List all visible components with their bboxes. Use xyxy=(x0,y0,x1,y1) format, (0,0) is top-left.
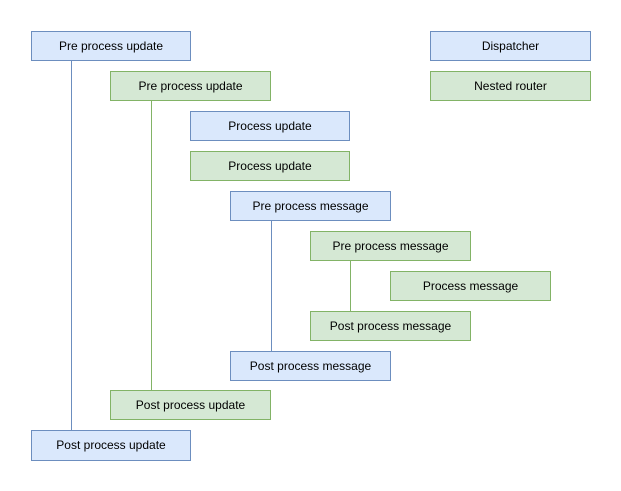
node-post-process-message-blue: Post process message xyxy=(230,351,391,381)
node-pre-process-update-blue: Pre process update xyxy=(31,31,191,61)
node-label: Post process update xyxy=(135,397,246,412)
node-label: Pre process message xyxy=(252,198,369,213)
node-post-process-update-green: Post process update xyxy=(110,390,271,420)
node-pre-process-update-green: Pre process update xyxy=(110,71,271,101)
node-label: Post process message xyxy=(329,318,452,333)
node-label: Process update xyxy=(228,158,312,173)
node-label: Process update xyxy=(228,118,312,133)
node-label: Pre process update xyxy=(58,38,164,53)
node-label: Dispatcher xyxy=(481,38,540,53)
node-process-update-blue: Process update xyxy=(190,111,350,141)
node-label: Process message xyxy=(422,278,519,293)
node-pre-process-message-green: Pre process message xyxy=(310,231,471,261)
node-pre-process-message-blue: Pre process message xyxy=(230,191,391,221)
connector-message-lifeline-green xyxy=(350,261,351,311)
connector-update-lifeline-green xyxy=(151,101,152,390)
node-label: Post process message xyxy=(249,358,372,373)
node-label: Post process update xyxy=(56,438,166,453)
node-label: Pre process update xyxy=(138,78,243,93)
connector-message-lifeline-blue xyxy=(271,221,272,351)
connector-update-lifeline-blue xyxy=(71,61,72,430)
node-nested-router: Nested router xyxy=(430,71,591,101)
node-label: Pre process message xyxy=(332,238,449,253)
node-post-process-update-blue: Post process update xyxy=(31,430,191,461)
node-post-process-message-green: Post process message xyxy=(310,311,471,341)
node-process-message: Process message xyxy=(390,271,551,301)
node-label: Nested router xyxy=(474,78,547,93)
node-process-update-green: Process update xyxy=(190,151,350,181)
node-dispatcher: Dispatcher xyxy=(430,31,591,61)
